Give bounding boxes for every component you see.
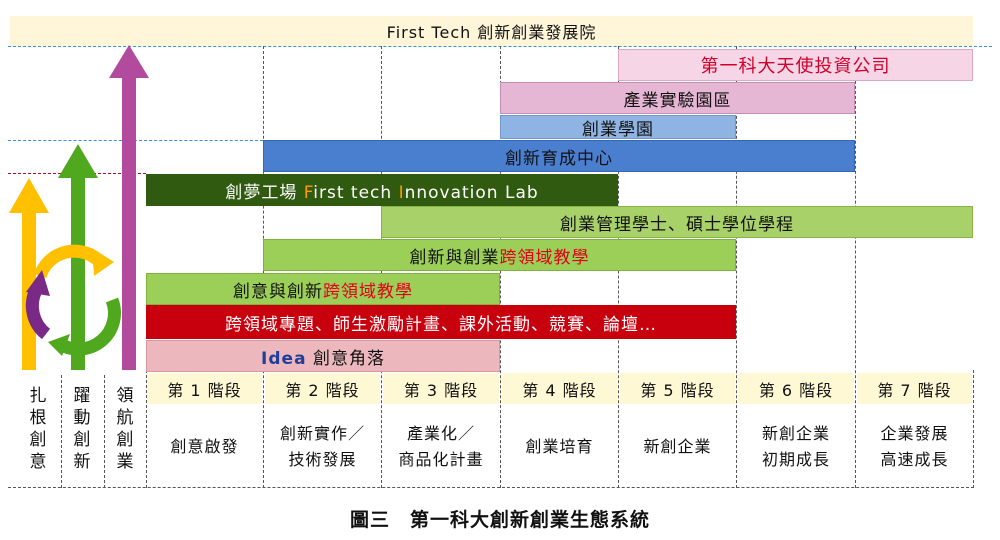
bar-projects-label: 跨領域專題、師生激勵計畫、課外活動、競賽、論壇…: [225, 314, 657, 335]
stage-desc-4: 創業培育: [502, 408, 617, 486]
stage-desc-line: 新創企業: [761, 424, 830, 443]
bar-park-label: 產業實驗園區: [623, 90, 732, 111]
arrow-up-icon: [71, 175, 85, 370]
stage-label: 第 1 階段: [167, 380, 242, 400]
stage-divider: [855, 46, 856, 488]
bar-idea-label: Idea 創意角落: [261, 348, 385, 369]
bar-dream-lab: 創夢工場 First tech Innovation Lab: [146, 174, 618, 206]
bar-idea-corner: Idea 創意角落: [146, 340, 500, 372]
caption-text: 圖三 第一科大創新創業生態系統: [349, 509, 650, 531]
bar-angel-investment: 第一科大天使投資公司: [618, 49, 973, 81]
stage-label: 第 2 階段: [285, 380, 360, 400]
stage-desc-1: 創意啟發: [147, 408, 262, 486]
stage-header-6: 第 6 階段: [738, 373, 854, 404]
cycle-icon: [25, 244, 121, 356]
top-banner-label: First Tech 創新創業發展院: [386, 23, 597, 42]
bar-industry-park: 產業實驗園區: [500, 82, 855, 114]
stage-desc-line: 商品化計畫: [398, 450, 484, 469]
arrow-up-icon: [122, 75, 136, 370]
column-divider: [104, 375, 105, 488]
bar-degree-label: 創業管理學士、碩士學位學程: [560, 214, 794, 235]
stage-desc-line: 新創企業: [643, 437, 712, 456]
stage-label: 第 4 階段: [522, 380, 597, 400]
stage-header-7: 第 7 階段: [857, 373, 972, 404]
stage-divider: [146, 370, 147, 488]
column-label: 領航創業: [116, 386, 134, 472]
arrow-head-icon: [58, 144, 98, 178]
stage-desc-7: 企業發展高速成長: [857, 408, 972, 486]
stage-desc-5: 新創企業: [620, 408, 735, 486]
stage-label: 第 5 階段: [640, 380, 715, 400]
growth-arrows: [9, 45, 149, 370]
stage-header-3: 第 3 階段: [383, 373, 499, 404]
bar-startup-academy: 創業學園: [500, 115, 736, 140]
table-bottom-line: [8, 487, 974, 488]
stage-label: 第 3 階段: [403, 380, 479, 400]
stage-divider: [736, 46, 737, 488]
bar-incubation-center: 創新育成中心: [263, 140, 855, 172]
stage-desc-line: 創新實作／: [279, 424, 365, 443]
stage-desc-line: 產業化／: [406, 424, 475, 443]
stage-divider: [973, 370, 974, 488]
column-divider: [61, 375, 62, 488]
bar-incubator-label: 創新育成中心: [505, 148, 613, 169]
stage-desc-line: 技術發展: [288, 450, 357, 469]
bar-projects: 跨領域專題、師生激勵計畫、課外活動、競賽、論壇…: [146, 305, 736, 339]
bar-degree-program: 創業管理學士、碩士學位學程: [381, 206, 973, 238]
column-leaping-innovation: 躍動創新: [62, 385, 102, 473]
bar-dream-lab-label: 創夢工場 First tech Innovation Lab: [225, 182, 539, 203]
bar-academy-label: 創業學園: [582, 119, 654, 140]
stage-desc-6: 新創企業初期成長: [738, 408, 854, 486]
stage-label: 第 7 階段: [877, 380, 952, 400]
bar-cross-creative-label: 創意與創新跨領域教學: [233, 281, 413, 302]
stage-label: 第 6 階段: [758, 380, 834, 400]
arrow-head-icon: [109, 45, 149, 78]
bar-angel-label: 第一科大天使投資公司: [700, 56, 891, 77]
stage-header-2: 第 2 階段: [265, 373, 380, 404]
bar-cross-creative: 創意與創新跨領域教學: [146, 273, 500, 305]
stage-desc-line: 創業培育: [525, 437, 594, 456]
column-label: 躍動創新: [73, 386, 91, 472]
stage-desc-2: 創新實作／ 技術發展: [265, 408, 380, 486]
stage-desc-line: 高速成長: [880, 450, 949, 469]
stage-desc-line: 企業發展: [880, 424, 949, 443]
stage-desc-3: 產業化／ 商品化計畫: [383, 408, 499, 486]
stage-desc-line: 創意啟發: [170, 437, 239, 456]
arrow-head-icon: [9, 178, 49, 213]
stage-header-5: 第 5 階段: [620, 373, 735, 404]
bar-cross-innovation-label: 創新與創業跨領域教學: [409, 247, 590, 268]
column-label: 扎根創意: [29, 386, 47, 472]
column-leading-entrepreneurship: 領航創業: [105, 385, 145, 473]
stage-header-1: 第 1 階段: [147, 373, 262, 404]
stage-desc-line: 初期成長: [761, 450, 830, 469]
top-banner: First Tech 創新創業發展院: [10, 16, 973, 46]
bar-cross-innovation: 創新與創業跨領域教學: [263, 239, 736, 271]
stage-header-4: 第 4 階段: [502, 373, 617, 404]
figure-caption: 圖三 第一科大創新創業生態系統: [0, 505, 1000, 532]
column-rooting-creativity: 扎根創意: [18, 385, 58, 473]
